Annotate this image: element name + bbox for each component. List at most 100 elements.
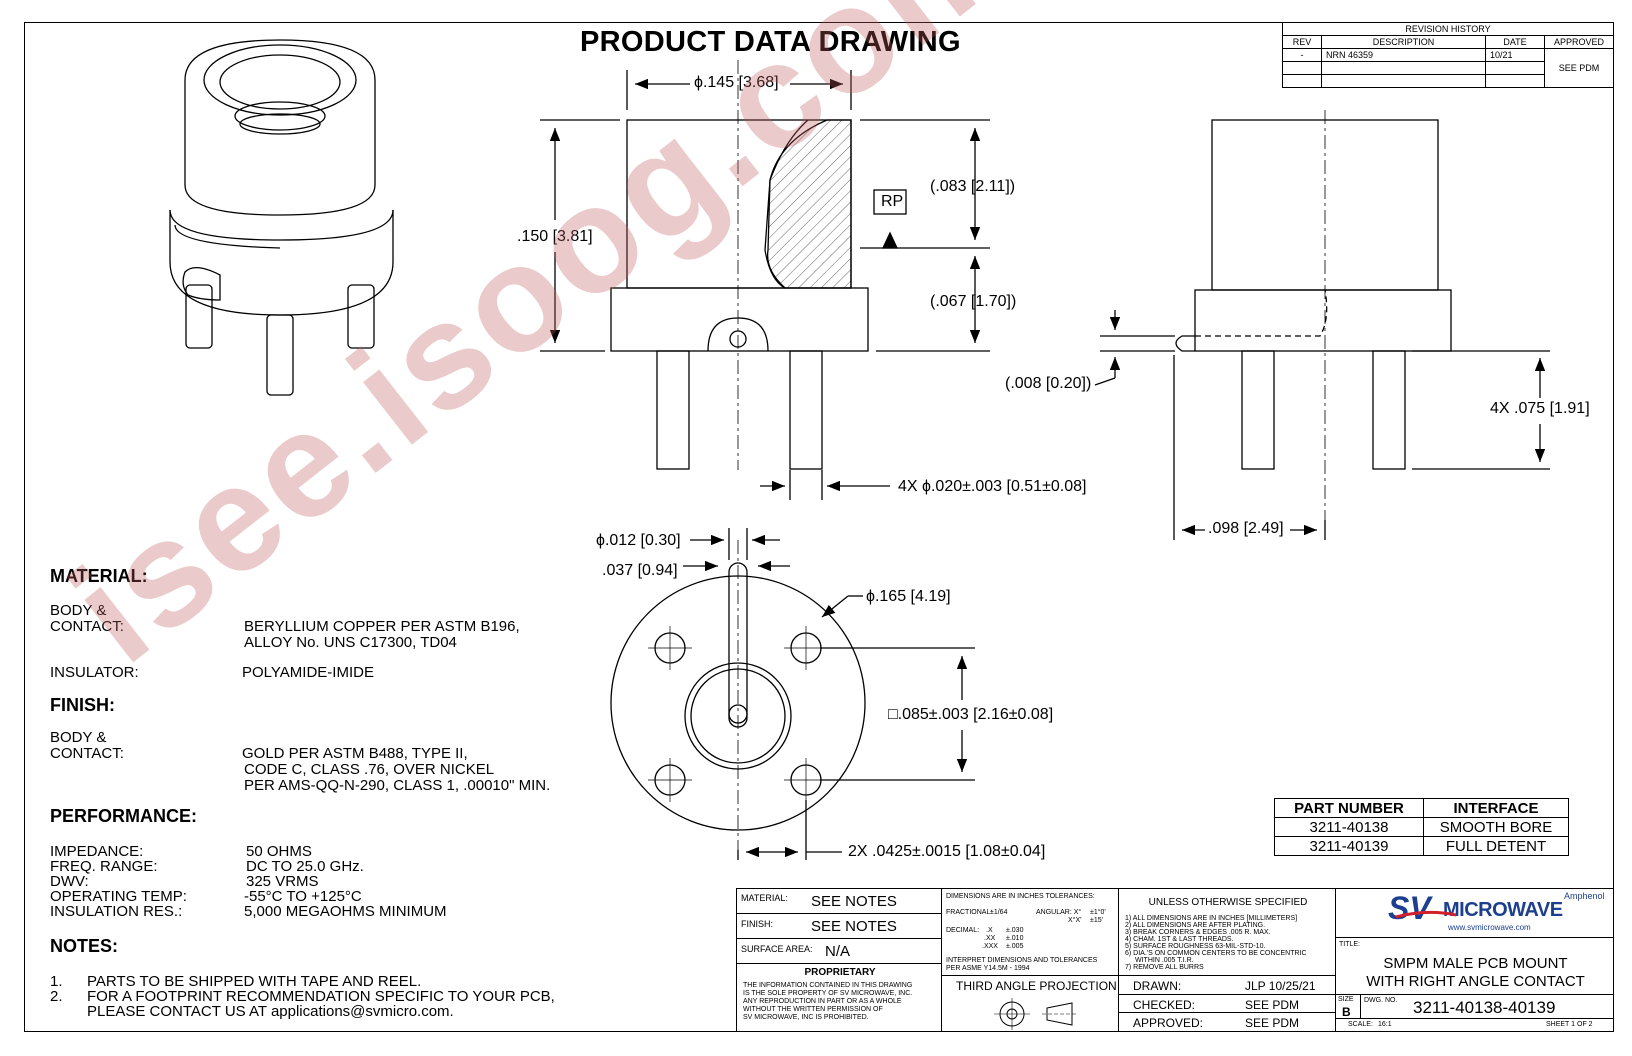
tb-approved-value: SEE PDM bbox=[1245, 1016, 1300, 1030]
rp-label: RP bbox=[881, 193, 904, 210]
dim-contact-diameter: ϕ.012 [0.30] bbox=[596, 532, 681, 549]
tb-tol-heading: DIMENSIONS ARE IN INCHES TOLERANCES: bbox=[946, 893, 1095, 900]
tb-dec-1-value: ±.030 bbox=[1006, 927, 1024, 934]
tb-drawn-value: JLP 10/25/21 bbox=[1245, 979, 1316, 993]
insulator-value: POLYAMIDE-IMIDE bbox=[242, 664, 374, 681]
dim-body-diameter: ϕ.145 [3.68] bbox=[694, 74, 779, 91]
tb-dec-3: .XXX bbox=[982, 943, 998, 950]
rev-value: - bbox=[1282, 48, 1322, 62]
tb-prop-text: WITHOUT THE WRITTEN PERMISSION OF bbox=[743, 1006, 883, 1013]
note-1: PARTS TO BE SHIPPED WITH TAPE AND REEL. bbox=[87, 973, 422, 990]
tb-prop-text: THE INFORMATION CONTAINED IN THIS DRAWIN… bbox=[743, 982, 913, 989]
part-interface: SMOOTH BORE bbox=[1423, 817, 1569, 837]
tb-size-value: B bbox=[1342, 1005, 1351, 1019]
tb-spec: 2) ALL DIMENSIONS ARE AFTER PLATING. bbox=[1125, 922, 1266, 929]
perf-label: OPERATING TEMP: bbox=[50, 888, 187, 905]
tb-angular: ANGULAR: X° bbox=[1036, 909, 1082, 916]
dim-pin-spacing: 2X .0425±.0015 [1.08±0.04] bbox=[848, 843, 1046, 860]
finish-heading: FINISH: bbox=[50, 695, 115, 715]
bottom-view bbox=[610, 528, 975, 860]
tb-scale-label: SCALE: bbox=[1348, 1021, 1373, 1028]
rev-description: NRN 46359 bbox=[1321, 48, 1486, 62]
dim-pin-length: 4X .075 [1.91] bbox=[1490, 400, 1590, 417]
tb-spec: 5) SURFACE ROUGHNESS 63-MIL-STD-10. bbox=[1125, 943, 1266, 950]
revision-history: REVISION HISTORY REV DESCRIPTION DATE AP… bbox=[1282, 22, 1614, 88]
rev-col-date: DATE bbox=[1485, 35, 1545, 49]
rev-date: 10/21 bbox=[1485, 48, 1545, 62]
perf-label: INSULATION RES.: bbox=[50, 903, 183, 920]
tb-spec: WITHIN .005 T.I.R. bbox=[1135, 957, 1194, 964]
tb-material-value: SEE NOTES bbox=[811, 893, 897, 910]
tb-approved-label: APPROVED: bbox=[1133, 1016, 1204, 1030]
title-block: MATERIAL: SEE NOTES FINISH: SEE NOTES SU… bbox=[736, 888, 1614, 1032]
side-view bbox=[1094, 110, 1550, 540]
tb-spec: 4) CHAM. 1ST & LAST THREADS. bbox=[1125, 936, 1234, 943]
dim-flange-diameter: ϕ.165 [4.19] bbox=[866, 588, 951, 605]
tb-sheet: SHEET 1 OF 2 bbox=[1546, 1021, 1593, 1028]
perf-label: IMPEDANCE: bbox=[50, 843, 144, 860]
tb-interpret-1: INTERPRET DIMENSIONS AND TOLERANCES bbox=[946, 957, 1098, 964]
dim-body-height: .150 [3.81] bbox=[517, 228, 593, 245]
tb-ang-value-1: ±1°0' bbox=[1090, 909, 1106, 916]
tb-spec: 1) ALL DIMENSIONS ARE IN INCHES [MILLIME… bbox=[1125, 915, 1298, 922]
finish-value-1: GOLD PER ASTM B488, TYPE II, bbox=[242, 745, 468, 762]
material-body-value-2: ALLOY No. UNS C17300, TD04 bbox=[244, 634, 457, 651]
perf-label: DWV: bbox=[50, 873, 89, 890]
parts-header-pn: PART NUMBER bbox=[1274, 798, 1424, 818]
note-2-line-1: FOR A FOOTPRINT RECOMMENDATION SPECIFIC … bbox=[87, 988, 555, 1005]
perf-value: DC TO 25.0 GHz. bbox=[246, 858, 364, 875]
insulator-label: INSULATOR: bbox=[50, 664, 139, 681]
tb-dec-2-value: ±.010 bbox=[1006, 935, 1024, 942]
tb-unless: UNLESS OTHERWISE SPECIFIED bbox=[1148, 897, 1308, 908]
dim-pin-square: □.085±.003 [2.16±0.08] bbox=[888, 706, 1054, 723]
perf-value: 5,000 MEGAOHMS MINIMUM bbox=[244, 903, 447, 920]
tb-projection: THIRD ANGLE PROJECTION bbox=[956, 979, 1117, 993]
finish-contact-label: CONTACT: bbox=[50, 745, 124, 762]
dim-contact-length: .098 [2.49] bbox=[1208, 520, 1284, 537]
tb-prop-text: ANY REPRODUCTION IN PART OR AS A WHOLE bbox=[743, 998, 902, 1005]
dim-pin-diameter: 4X ϕ.020±.003 [0.51±0.08] bbox=[898, 478, 1087, 495]
note-2-number: 2. bbox=[50, 988, 63, 1005]
perf-value: 50 OHMS bbox=[246, 843, 312, 860]
revision-heading: REVISION HISTORY bbox=[1282, 22, 1614, 36]
tb-title-label: TITLE: bbox=[1339, 941, 1361, 948]
finish-value-2: CODE C, CLASS .76, OVER NICKEL bbox=[244, 761, 495, 778]
part-number: 3211-40138 bbox=[1274, 817, 1424, 837]
tb-fractional: FRACTIONAL: bbox=[946, 909, 993, 916]
tb-checked-value: SEE PDM bbox=[1245, 998, 1300, 1012]
tb-finish-value: SEE NOTES bbox=[811, 918, 897, 935]
tb-prop-text: SV MICROWAVE, INC IS PROHIBITED. bbox=[743, 1014, 869, 1021]
tb-frac-value: ±1/64 bbox=[990, 909, 1008, 916]
tb-dec-2: .XX bbox=[984, 935, 996, 942]
tb-spec: 6) DIA.'S ON COMMON CENTERS TO BE CONCEN… bbox=[1125, 950, 1307, 957]
tb-surface-value: N/A bbox=[825, 943, 851, 960]
note-1-number: 1. bbox=[50, 973, 63, 990]
tb-surface-label: SURFACE AREA: bbox=[741, 944, 813, 954]
tb-proprietary: PROPRIETARY bbox=[804, 967, 876, 978]
tb-checked-label: CHECKED: bbox=[1133, 998, 1196, 1012]
part-number-table: PART NUMBER INTERFACE 3211-40138 SMOOTH … bbox=[1274, 798, 1569, 856]
material-body-label: BODY & bbox=[50, 602, 107, 619]
part-number: 3211-40139 bbox=[1274, 836, 1424, 856]
dim-contact-width: .037 [0.94] bbox=[602, 562, 678, 579]
perf-value: -55°C TO +125°C bbox=[244, 888, 362, 905]
performance-heading: PERFORMANCE: bbox=[50, 806, 197, 826]
tb-scale-value: 16:1 bbox=[1378, 1021, 1392, 1028]
isometric-view bbox=[169, 39, 394, 396]
notes-heading: NOTES: bbox=[50, 936, 119, 956]
tb-ang-x2: X°X' bbox=[1068, 917, 1082, 924]
tb-dec-3-value: ±.005 bbox=[1006, 943, 1024, 950]
perf-value: 325 VRMS bbox=[246, 873, 319, 890]
tb-dwg-label: DWG. NO. bbox=[1364, 997, 1398, 1004]
finish-value-3: PER AMS-QQ-N-290, CLASS 1, .00010" MIN. bbox=[244, 777, 551, 794]
tb-dwg-number: 3211-40138-40139 bbox=[1413, 998, 1556, 1017]
tb-drawn-label: DRAWN: bbox=[1133, 979, 1182, 993]
parts-header-interface: INTERFACE bbox=[1423, 798, 1569, 818]
finish-body-label: BODY & bbox=[50, 729, 107, 746]
rev-col-description: DESCRIPTION bbox=[1321, 35, 1486, 49]
drawing-title-line-2: WITH RIGHT ANGLE CONTACT bbox=[1366, 973, 1585, 990]
tb-prop-text: IS THE SOLE PROPERTY OF SV MICROWAVE, IN… bbox=[743, 990, 913, 997]
material-body-value-1: BERYLLIUM COPPER PER ASTM B196, bbox=[244, 618, 520, 635]
dim-flange-height: (.067 [1.70]) bbox=[930, 293, 1017, 310]
